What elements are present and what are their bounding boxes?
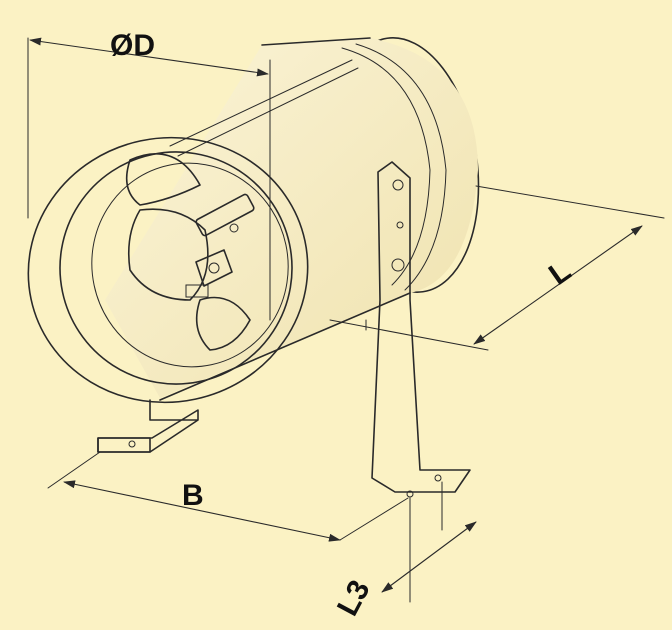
rear-bracket <box>371 161 471 493</box>
dimension-l: L <box>329 185 665 351</box>
front-rim-outer <box>27 136 309 404</box>
length-label: L <box>543 254 577 292</box>
dimension-d: ØD <box>27 29 271 321</box>
impeller <box>125 153 255 351</box>
front-foot <box>97 399 199 453</box>
dimension-l3: L3 <box>331 481 477 621</box>
dimension-b: B <box>47 319 409 542</box>
fan-housing <box>27 37 480 498</box>
base-spacing-label: B <box>182 479 204 512</box>
diameter-label: ØD <box>110 29 155 62</box>
foot-offset-label: L3 <box>331 575 377 621</box>
